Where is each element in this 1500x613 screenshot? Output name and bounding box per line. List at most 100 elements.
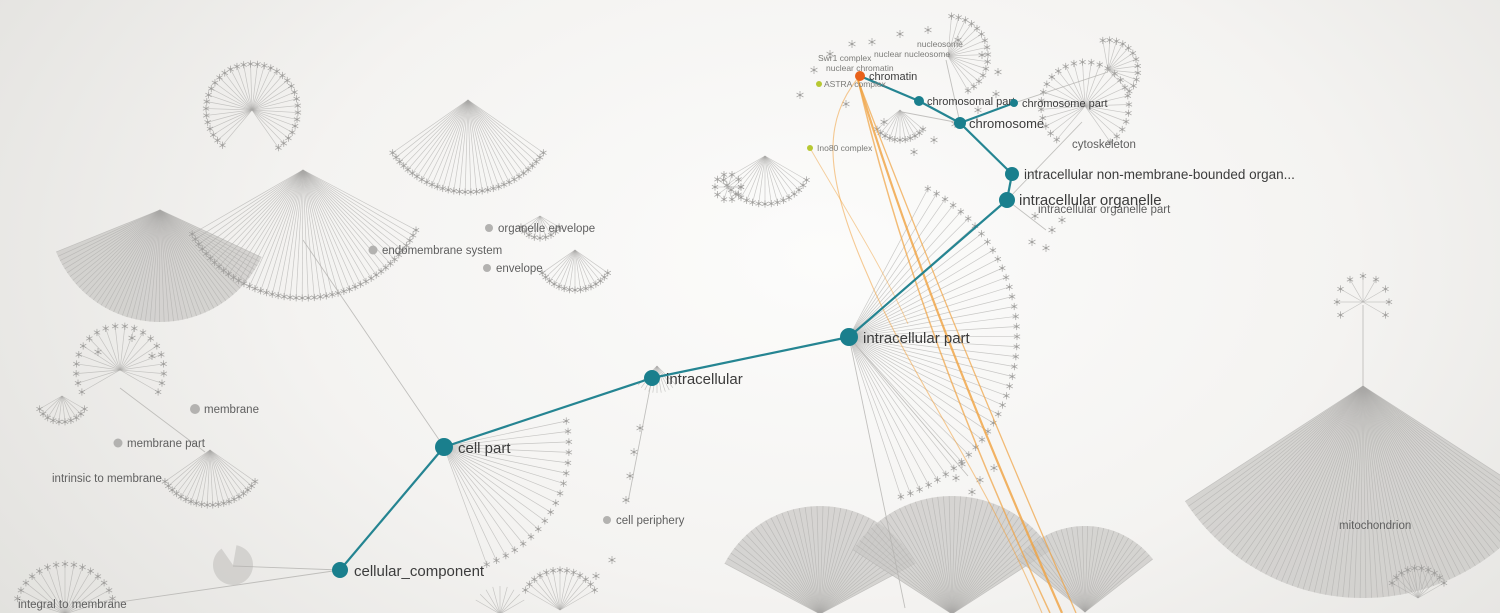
tip-glyph [206, 254, 214, 262]
tip-glyph [351, 283, 359, 291]
tip-glyph [587, 580, 594, 588]
tip-glyph [246, 282, 253, 290]
graph-node-label[interactable]: chromosome [969, 116, 1044, 131]
tip-glyph [790, 190, 798, 198]
term-label[interactable]: intracellular organelle part [1038, 204, 1171, 216]
tip-glyph [990, 464, 998, 472]
tiny-term-label[interactable]: nucleosome [917, 39, 963, 49]
tip-glyph [1099, 36, 1107, 45]
tip-glyph [952, 474, 960, 482]
tip-glyph [1011, 363, 1018, 371]
tip-glyph [592, 572, 600, 580]
tip-glyph [1006, 382, 1013, 390]
tip-glyph [799, 181, 807, 189]
term-label[interactable]: membrane [204, 404, 259, 416]
term-label[interactable]: cell periphery [616, 515, 685, 527]
term-label[interactable]: membrane part [127, 438, 206, 450]
tip-glyph [283, 76, 291, 85]
tip-glyph [891, 135, 899, 144]
tip-glyph [560, 479, 567, 488]
graph-node-non_membrane_bounded[interactable] [1005, 167, 1019, 181]
tip-glyph [1113, 37, 1120, 45]
fan-cluster [202, 60, 302, 152]
tip-glyph [428, 181, 436, 189]
tip-glyph [168, 486, 176, 494]
tip-glyph [737, 183, 745, 191]
tip-glyph [191, 235, 199, 243]
graph-node-intracellular_part[interactable] [840, 328, 858, 346]
teal-edge [859, 74, 920, 103]
tip-glyph [796, 91, 804, 99]
tiny-term-label[interactable]: nuclear chromatin [826, 63, 894, 73]
graph-node-label[interactable]: cellular_component [354, 563, 485, 580]
term-label[interactable]: cytoskeleton [1072, 139, 1136, 151]
tip-glyph [547, 231, 555, 239]
term-label[interactable]: integral to membrane [18, 599, 127, 611]
tiny-term-label[interactable]: Swr1 complex [818, 53, 872, 63]
tip-glyph [399, 246, 407, 254]
term-label[interactable]: endomembrane system [382, 245, 502, 257]
tip-glyph [39, 410, 47, 418]
tip-glyph [582, 284, 590, 293]
term-label[interactable]: envelope [496, 263, 543, 275]
graph-node-label[interactable]: intracellular organelle [1019, 192, 1162, 209]
tip-glyph [906, 134, 914, 142]
graph-node-label[interactable]: cell part [458, 440, 511, 457]
tip-glyph [404, 166, 412, 174]
graph-node-label[interactable]: chromosomal part [927, 96, 1015, 108]
fan-cluster [517, 215, 563, 242]
tip-glyph [550, 280, 558, 288]
graph-node-chromosome_part[interactable] [1010, 99, 1018, 107]
graph-node-label[interactable]: chromosome part [1022, 98, 1108, 110]
graph-node-label[interactable]: chromatin [869, 71, 917, 83]
graph-node-label[interactable]: intracellular non-membrane-bounded organ… [1024, 167, 1295, 182]
graph-node-chromosome[interactable] [954, 117, 966, 129]
tip-glyph [1048, 73, 1056, 81]
tip-glyph [924, 185, 932, 193]
tip-glyph [254, 60, 261, 68]
tip-glyph [78, 388, 86, 396]
tip-glyph [165, 482, 172, 490]
graph-node-chromosomal_part[interactable] [914, 96, 924, 106]
graph-node-intracellular_organelle[interactable] [999, 192, 1015, 208]
tip-glyph [978, 435, 986, 444]
tip-glyph [536, 571, 544, 579]
tip-glyph [67, 416, 75, 425]
graph-node-intracellular[interactable] [644, 370, 660, 386]
tip-glyph [897, 493, 905, 501]
tip-glyph [1337, 311, 1344, 319]
graph-node-cell_part[interactable] [435, 438, 453, 456]
tip-glyph [546, 277, 553, 285]
graph-node-cellular_component[interactable] [332, 562, 348, 578]
fan-cluster [188, 169, 420, 302]
tip-glyph [540, 149, 547, 157]
tip-glyph [1096, 60, 1104, 69]
tip-glyph [1133, 75, 1140, 84]
tiny-term-label[interactable]: Ino80 complex [817, 143, 873, 153]
tip-glyph [1337, 285, 1344, 293]
tip-glyph [957, 208, 965, 216]
term-label[interactable]: mitochondrion [1339, 520, 1411, 532]
term-label[interactable]: organelle envelope [498, 223, 595, 235]
tip-glyph [77, 410, 85, 418]
tip-glyph [279, 71, 286, 80]
tip-glyph [735, 191, 742, 199]
tip-glyph [562, 469, 570, 477]
tiny-term-label[interactable]: ASTRA complex [824, 79, 887, 89]
tip-glyph [79, 563, 86, 571]
term-label[interactable]: intrinsic to membrane [52, 473, 162, 485]
graph-node-label[interactable]: intracellular part [863, 330, 971, 347]
tip-glyph [216, 73, 223, 82]
tip-glyph [1042, 244, 1050, 252]
teal-edge [848, 199, 1008, 338]
tip-glyph [979, 71, 987, 79]
tip-glyph [1431, 569, 1438, 577]
graph-node-label[interactable]: intracellular [666, 371, 743, 388]
tip-glyph [148, 352, 156, 360]
graph-node-chromatin[interactable] [855, 71, 865, 81]
tip-glyph [215, 262, 223, 271]
tiny-term-label[interactable]: nuclear nucleosome [874, 49, 950, 59]
gray-edge [119, 569, 341, 603]
